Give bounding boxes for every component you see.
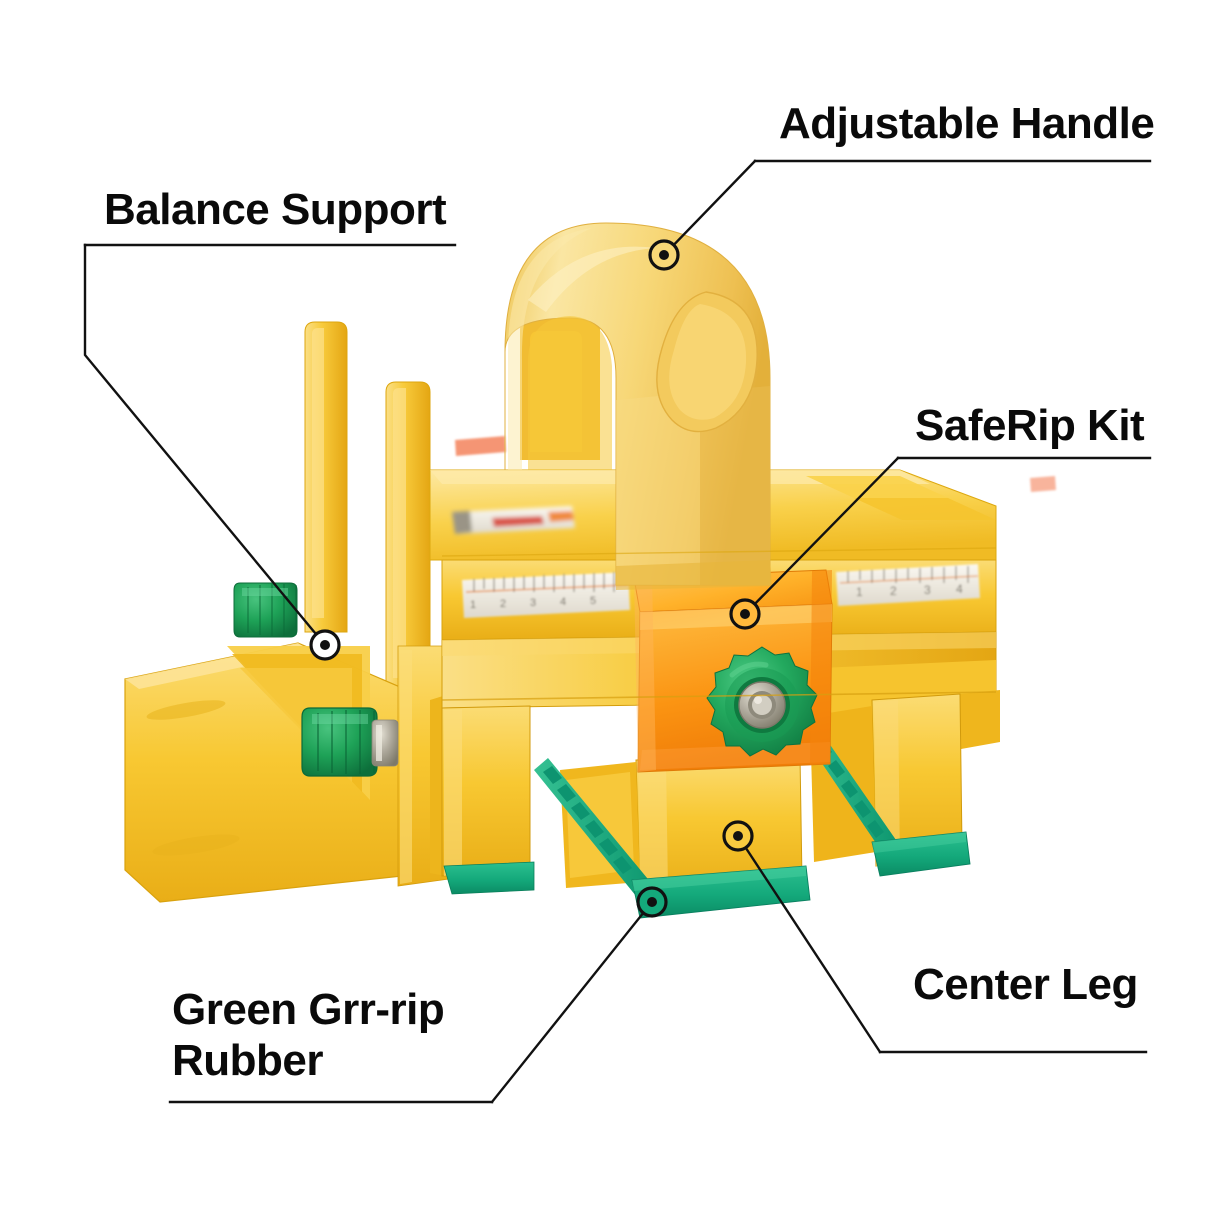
- callout-label-center-leg: Center Leg: [913, 960, 1138, 1009]
- balance-knob-lower: [301, 707, 399, 777]
- saferip-kit-part: [633, 569, 833, 773]
- callout-leader-green-rubber: [168, 900, 654, 1104]
- svg-text:3: 3: [924, 583, 931, 597]
- callout-dot-adjustable-handle[interactable]: [648, 239, 680, 271]
- svg-text:5: 5: [590, 595, 596, 607]
- callout-dot-center-leg[interactable]: [722, 820, 754, 852]
- label-line-1: Green Grr-rip: [172, 985, 445, 1034]
- callout-dot-saferip-kit[interactable]: [729, 598, 761, 630]
- leader-green-rubber: [490, 900, 654, 1104]
- callout-leader-center-leg: [736, 834, 1148, 1054]
- callout-leader-saferip-kit: [743, 456, 1152, 616]
- leader-adjustable-handle: [662, 159, 757, 257]
- balance-knob-upper: [233, 582, 298, 638]
- left-leg: [441, 705, 535, 895]
- leader-saferip-kit: [743, 456, 900, 616]
- svg-text:3: 3: [530, 597, 536, 609]
- callout-dot-balance-support[interactable]: [309, 629, 341, 661]
- callout-leader-adjustable-handle: [662, 159, 1152, 257]
- callout-dot-green-rubber[interactable]: [636, 886, 668, 918]
- brand-sticker: [452, 506, 575, 534]
- svg-text:1: 1: [856, 585, 863, 599]
- adjustable-handle-part: [504, 222, 772, 590]
- saferip-knob: [706, 646, 818, 757]
- green-serrated-rib: [534, 758, 652, 896]
- callout-label-balance-support: Balance Support: [104, 185, 447, 234]
- svg-text:4: 4: [560, 596, 566, 608]
- label-line-2: Rubber: [172, 1036, 324, 1086]
- callout-dots: [309, 239, 761, 918]
- product-body: 1 2 3 4 5: [124, 222, 1056, 919]
- svg-text:2: 2: [500, 598, 506, 610]
- leader-balance-support: [83, 243, 327, 647]
- svg-text:4: 4: [956, 582, 963, 596]
- scale-right: 1 2 3 4: [836, 564, 980, 606]
- callout-label-saferip-kit: SafeRip Kit: [915, 401, 1145, 450]
- callout-leader-balance-support: [83, 243, 457, 647]
- scale-left: 1 2 3 4 5: [462, 572, 630, 618]
- leader-center-leg: [736, 834, 882, 1054]
- center-leg-part: [534, 755, 811, 919]
- callout-label-adjustable-handle: Adjustable Handle: [779, 99, 1155, 148]
- svg-text:2: 2: [890, 584, 897, 598]
- svg-text:1: 1: [470, 599, 476, 611]
